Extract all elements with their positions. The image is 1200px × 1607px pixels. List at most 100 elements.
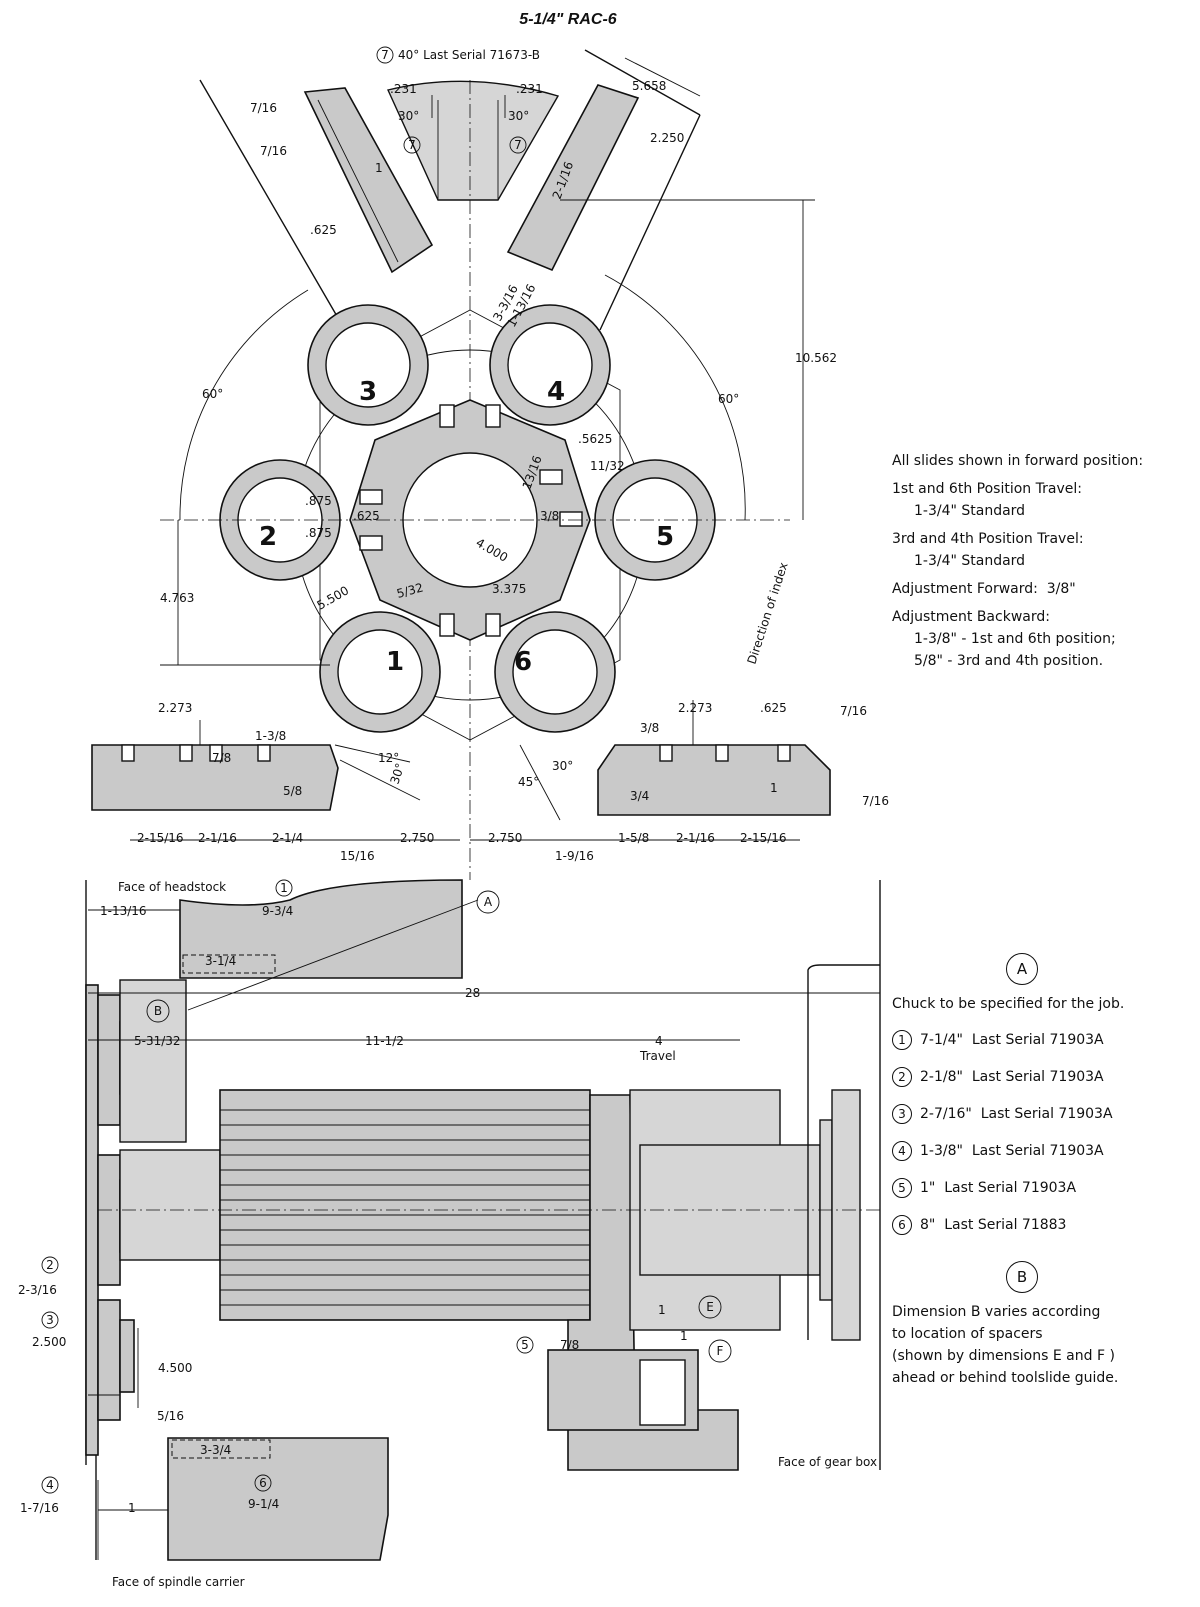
- svg-text:Direction of index: Direction of index: [745, 561, 791, 666]
- svg-text:.625: .625: [353, 509, 380, 523]
- svg-text:3: 3: [359, 377, 377, 407]
- svg-text:7/8: 7/8: [560, 1338, 579, 1352]
- svg-text:2.500: 2.500: [32, 1335, 66, 1349]
- legend-b-text: to location of spacers: [892, 1326, 1043, 1342]
- svg-text:1-9/16: 1-9/16: [555, 849, 594, 863]
- svg-text:2.250: 2.250: [650, 131, 684, 145]
- arc-60-left: [179, 289, 309, 521]
- slide-6-body: [167, 1437, 389, 1561]
- spindle-3: 3: [307, 304, 429, 426]
- svg-text:.625: .625: [310, 223, 337, 237]
- svg-text:5: 5: [521, 1338, 529, 1352]
- svg-text:1-3/8: 1-3/8: [255, 729, 286, 743]
- svg-text:3/4: 3/4: [630, 789, 649, 803]
- svg-text:2-15/16: 2-15/16: [740, 831, 787, 845]
- left-tool-slide: [303, 87, 434, 274]
- svg-text:B: B: [154, 1004, 162, 1018]
- note-line: 1-3/8" - 1st and 6th position;: [914, 631, 1116, 647]
- svg-text:6: 6: [259, 1476, 267, 1490]
- top-note-circle: [376, 46, 394, 64]
- svg-text:12°: 12°: [378, 751, 399, 765]
- svg-text:5: 5: [656, 522, 674, 552]
- svg-text:5/16: 5/16: [157, 1409, 184, 1423]
- svg-text:2-15/16: 2-15/16: [137, 831, 184, 845]
- svg-text:60°: 60°: [718, 392, 739, 406]
- svg-text:1: 1: [128, 1501, 136, 1515]
- slide-profiles: 2.273 1-3/8 7/8 5/8 12° 30° 2-15/16 2-1/…: [91, 700, 889, 863]
- svg-text:28: 28: [465, 986, 480, 1000]
- svg-text:5.658: 5.658: [632, 79, 666, 93]
- plan-view: 3 4 2 5 1 6: [160, 49, 837, 880]
- svg-text:30°: 30°: [398, 109, 419, 123]
- svg-text:7/16: 7/16: [840, 704, 867, 718]
- svg-text:F: F: [717, 1344, 724, 1358]
- svg-text:E: E: [706, 1300, 714, 1314]
- svg-text:1: 1: [658, 1303, 666, 1317]
- v-right-line: [584, 49, 701, 116]
- svg-text:11-1/2: 11-1/2: [365, 1034, 404, 1048]
- note-line: 1-3/4" Standard: [914, 503, 1026, 519]
- svg-text:.231: .231: [516, 82, 543, 96]
- svg-text:2.273: 2.273: [158, 701, 192, 715]
- svg-text:1-7/16: 1-7/16: [20, 1501, 59, 1515]
- legend-b-text: (shown by dimensions E and F ): [892, 1348, 1115, 1364]
- svg-text:7: 7: [514, 138, 522, 152]
- svg-text:3.375: 3.375: [492, 582, 526, 596]
- svg-text:30°: 30°: [388, 761, 408, 786]
- svg-text:15/16: 15/16: [340, 849, 375, 863]
- svg-text:.875: .875: [305, 526, 332, 540]
- svg-text:1: 1: [680, 1329, 688, 1343]
- svg-text:30°: 30°: [552, 759, 573, 773]
- svg-text:2-1/16: 2-1/16: [676, 831, 715, 845]
- svg-text:4: 4: [547, 377, 565, 407]
- note-line: 5/8" - 3rd and 4th position.: [914, 653, 1104, 669]
- spindle-5: 5: [594, 459, 716, 581]
- svg-text:Face of headstock: Face of headstock: [118, 880, 226, 894]
- svg-text:2-3/16: 2-3/16: [18, 1283, 57, 1297]
- svg-text:30°: 30°: [508, 109, 529, 123]
- svg-text:.231: .231: [390, 82, 417, 96]
- svg-text:7/8: 7/8: [212, 751, 231, 765]
- side-elevation: Face of headstock 1 9-3/4 1-13/16 3-1/4 …: [18, 879, 881, 1589]
- slide-notes: All slides shown in forward position: 1s…: [892, 450, 1192, 672]
- drawing-title: 5-1/4" RAC-6: [519, 11, 616, 28]
- top-note-text: 40° Last Serial 71673-B: [398, 48, 540, 62]
- svg-text:A: A: [484, 895, 493, 909]
- spindle-drum: [219, 1089, 591, 1321]
- svg-text:3/8: 3/8: [540, 509, 559, 523]
- svg-text:2.750: 2.750: [400, 831, 434, 845]
- svg-text:11/32: 11/32: [590, 459, 625, 473]
- svg-text:3-1/4: 3-1/4: [205, 954, 236, 968]
- svg-text:.5625: .5625: [578, 432, 612, 446]
- spindle-6: 6: [494, 611, 616, 733]
- svg-text:.625: .625: [760, 701, 787, 715]
- svg-text:4: 4: [46, 1478, 54, 1492]
- svg-text:Face of spindle carrier: Face of spindle carrier: [112, 1575, 245, 1589]
- right-slide-profile: [597, 744, 831, 816]
- svg-text:7/16: 7/16: [862, 794, 889, 808]
- note-line: 1-3/4" Standard: [914, 553, 1026, 569]
- svg-text:3: 3: [46, 1313, 54, 1327]
- svg-text:2.273: 2.273: [678, 701, 712, 715]
- center-bore: [402, 452, 538, 588]
- v-left-line: [199, 79, 346, 331]
- svg-text:1: 1: [770, 781, 778, 795]
- spindle-4: 4: [489, 304, 611, 426]
- svg-text:3-3/4: 3-3/4: [200, 1443, 231, 1457]
- legend-b-text: ahead or behind toolslide guide.: [892, 1370, 1119, 1386]
- svg-text:2-1/16: 2-1/16: [198, 831, 237, 845]
- note-line: All slides shown in forward position:: [892, 453, 1144, 469]
- svg-text:Travel: Travel: [639, 1049, 676, 1063]
- slide-1-body: [179, 879, 463, 979]
- svg-text:5/32: 5/32: [395, 580, 425, 600]
- note-line: 3rd and 4th Position Travel:: [892, 531, 1084, 547]
- svg-text:5/8: 5/8: [283, 784, 302, 798]
- svg-text:.875: .875: [305, 494, 332, 508]
- svg-text:6: 6: [514, 647, 532, 677]
